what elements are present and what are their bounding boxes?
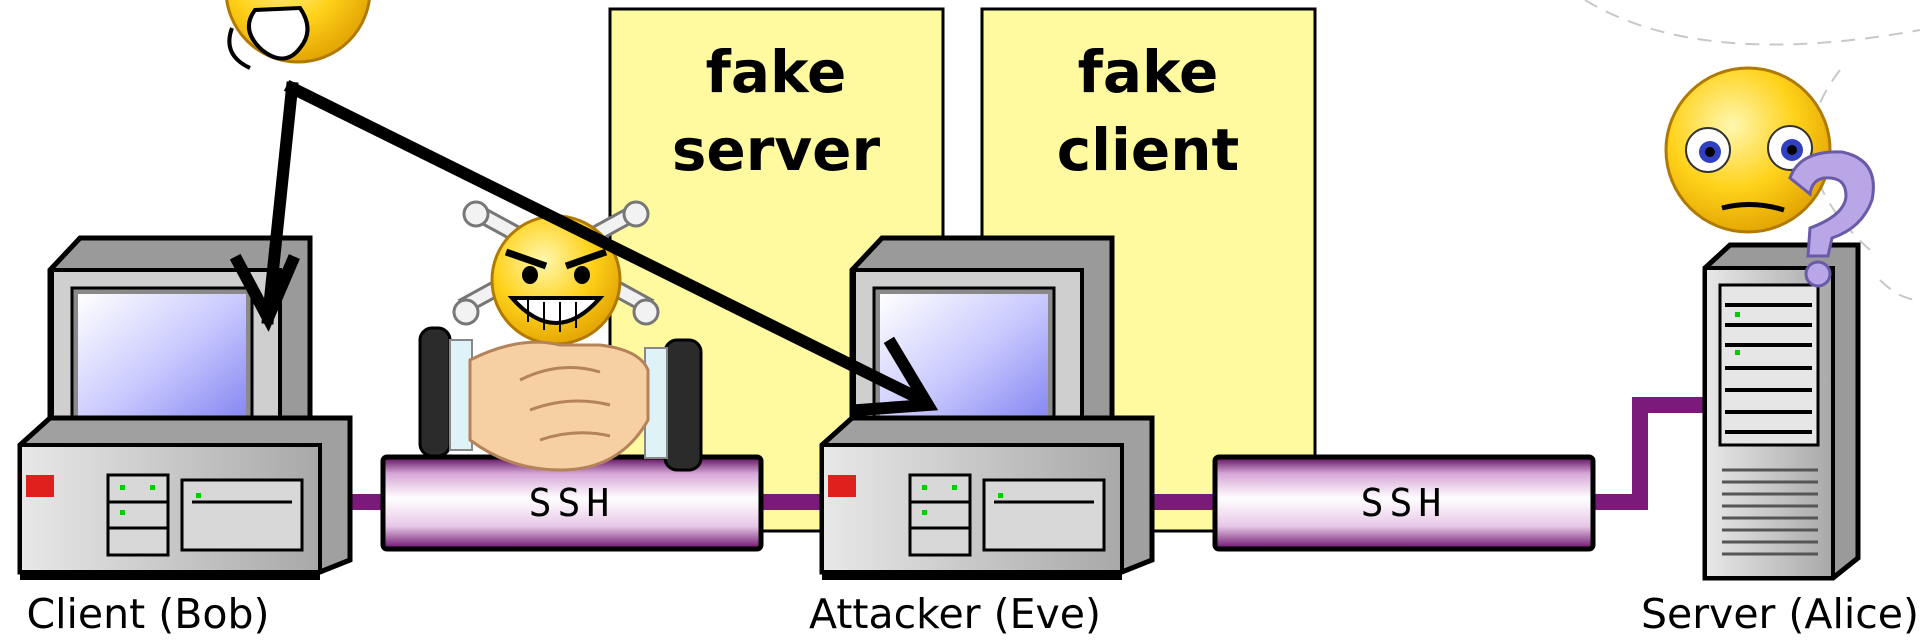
question-mark-icon	[1788, 150, 1875, 288]
server-tower-icon	[1702, 242, 1861, 581]
caption-attacker: Attacker (Eve)	[809, 590, 1101, 638]
fake-server-line-2: server	[672, 116, 881, 184]
caption-client: Client (Bob)	[27, 590, 270, 638]
fake-client-line-2: client	[1057, 116, 1240, 184]
caption-server: Server (Alice)	[1641, 590, 1919, 638]
ssh-label-left: SSH	[529, 481, 616, 525]
ssh-tunnel-right: SSH	[1212, 454, 1596, 552]
fake-server-line-1: fake	[706, 38, 847, 106]
handshake-icon	[418, 326, 703, 472]
fake-client-line-1: fake	[1078, 38, 1219, 106]
arrow-icon	[229, 79, 939, 417]
smiley-thumbs-up-icon	[225, 0, 371, 70]
ssh-label-right: SSH	[1361, 481, 1448, 525]
confused-smiley-icon	[1664, 66, 1832, 234]
desktop-computer-icon	[17, 235, 353, 580]
